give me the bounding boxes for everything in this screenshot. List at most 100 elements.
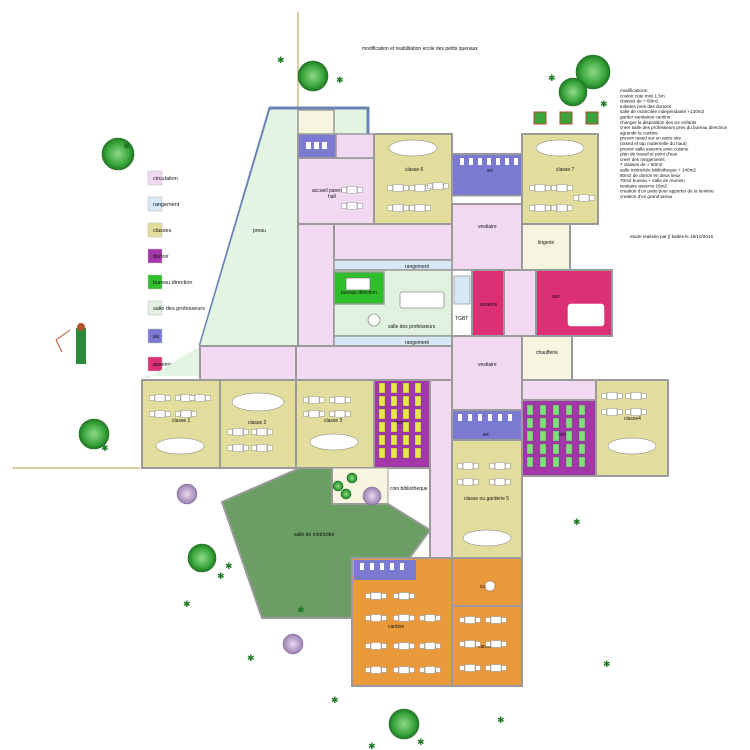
- chair: [459, 617, 465, 623]
- small-table: [334, 410, 346, 418]
- note-line: couloir cote mini 1.5m: [620, 93, 665, 98]
- classe-1[interactable]: [141, 379, 221, 469]
- chair: [489, 479, 495, 485]
- note-line: 70m2 bureau + salle de reunion: [620, 178, 685, 183]
- note-line: salle de motricitée independante +130m2: [620, 109, 705, 114]
- chair: [267, 429, 273, 435]
- tree-icon: [78, 418, 110, 450]
- chair: [501, 641, 507, 647]
- bed: [402, 382, 410, 394]
- table: [231, 392, 285, 412]
- bed: [565, 456, 573, 468]
- bed: [414, 408, 422, 420]
- chair: [505, 479, 511, 485]
- shrub-icon: ✱: [336, 76, 344, 86]
- chair: [393, 593, 399, 599]
- classe-3[interactable]: [295, 379, 375, 469]
- shrub-icon: ✱: [217, 572, 225, 582]
- chair: [251, 445, 257, 451]
- chair: [175, 411, 181, 417]
- small-table: [464, 640, 476, 648]
- chair: [457, 463, 463, 469]
- legend: circulationrangementclassesdortoirbureau…: [147, 170, 205, 372]
- note-line: creation d'un grand preau: [620, 194, 673, 199]
- chair: [409, 643, 415, 649]
- bed: [378, 395, 386, 407]
- chair: [357, 187, 363, 193]
- chair: [505, 463, 511, 469]
- planter-icon: [533, 111, 547, 125]
- bed: [552, 443, 560, 455]
- shrub-icon: ✱: [548, 74, 556, 84]
- small-table: [256, 428, 268, 436]
- chair: [641, 393, 647, 399]
- legend-swatch: [147, 196, 163, 212]
- small-table: [398, 592, 410, 600]
- tree-icon: [297, 60, 329, 92]
- chair: [409, 205, 415, 211]
- small-table: [490, 616, 502, 624]
- toilet-icon: [487, 158, 491, 165]
- room-label-rangement1: rangement: [405, 264, 430, 270]
- shrub-icon: ✱: [368, 742, 376, 750]
- small-table: [630, 392, 642, 400]
- bed: [578, 404, 586, 416]
- legend-swatch: [147, 356, 163, 372]
- bed: [402, 408, 410, 420]
- room-label-preau: preau: [253, 228, 266, 234]
- chair: [329, 411, 335, 417]
- bed: [526, 430, 534, 442]
- shrub-icon: ✱: [600, 100, 608, 110]
- chair: [165, 395, 171, 401]
- shrub-icon: ✱: [297, 606, 305, 616]
- toilet-icon: [468, 414, 472, 421]
- legend-swatch: [147, 170, 163, 186]
- chair: [529, 205, 535, 211]
- bed: [378, 447, 386, 459]
- bed: [414, 421, 422, 433]
- chair: [243, 445, 249, 451]
- room-label-wc: wc: [487, 168, 494, 174]
- chair: [329, 397, 335, 403]
- small-table: [630, 408, 642, 416]
- small-table: [370, 614, 382, 622]
- chair: [403, 185, 409, 191]
- toilet-icon: [400, 563, 404, 570]
- chair: [267, 445, 273, 451]
- room-label-tgbt: TGBT: [455, 316, 468, 322]
- room-label-classe5: classe ou garderie 5: [464, 496, 509, 502]
- bed: [378, 408, 386, 420]
- vestiaire-top: [451, 203, 523, 271]
- salle-de-motricite[interactable]: [220, 467, 432, 619]
- small-table: [398, 642, 410, 650]
- room-label-chaufferie: chaufferie: [536, 350, 558, 356]
- chair: [251, 429, 257, 435]
- toilet-icon: [314, 142, 319, 149]
- small-table: [534, 184, 546, 192]
- bed: [378, 434, 386, 446]
- bed: [402, 434, 410, 446]
- chair: [393, 643, 399, 649]
- chair: [381, 593, 387, 599]
- chair: [601, 393, 607, 399]
- shrub-icon: ✱: [225, 562, 233, 572]
- room-label-vestiaire-top: vestiaire: [478, 224, 497, 230]
- chair: [567, 205, 573, 211]
- corridor-east: [521, 379, 597, 401]
- note-line: vestiaire assems 16m2: [620, 183, 667, 188]
- note-line: prevoir rased sur un autre site: [620, 136, 681, 141]
- chair: [419, 615, 425, 621]
- small-table: [534, 204, 546, 212]
- bed: [578, 417, 586, 429]
- tree-icon: [340, 488, 352, 500]
- bed: [526, 443, 534, 455]
- room-label-rangement2: rangement: [405, 340, 430, 346]
- toilet-icon: [370, 563, 374, 570]
- chair: [381, 643, 387, 649]
- legend-label: dortoir: [153, 254, 169, 260]
- chair: [365, 593, 371, 599]
- small-table: [154, 394, 166, 402]
- toilet-icon: [498, 414, 502, 421]
- chair: [425, 205, 431, 211]
